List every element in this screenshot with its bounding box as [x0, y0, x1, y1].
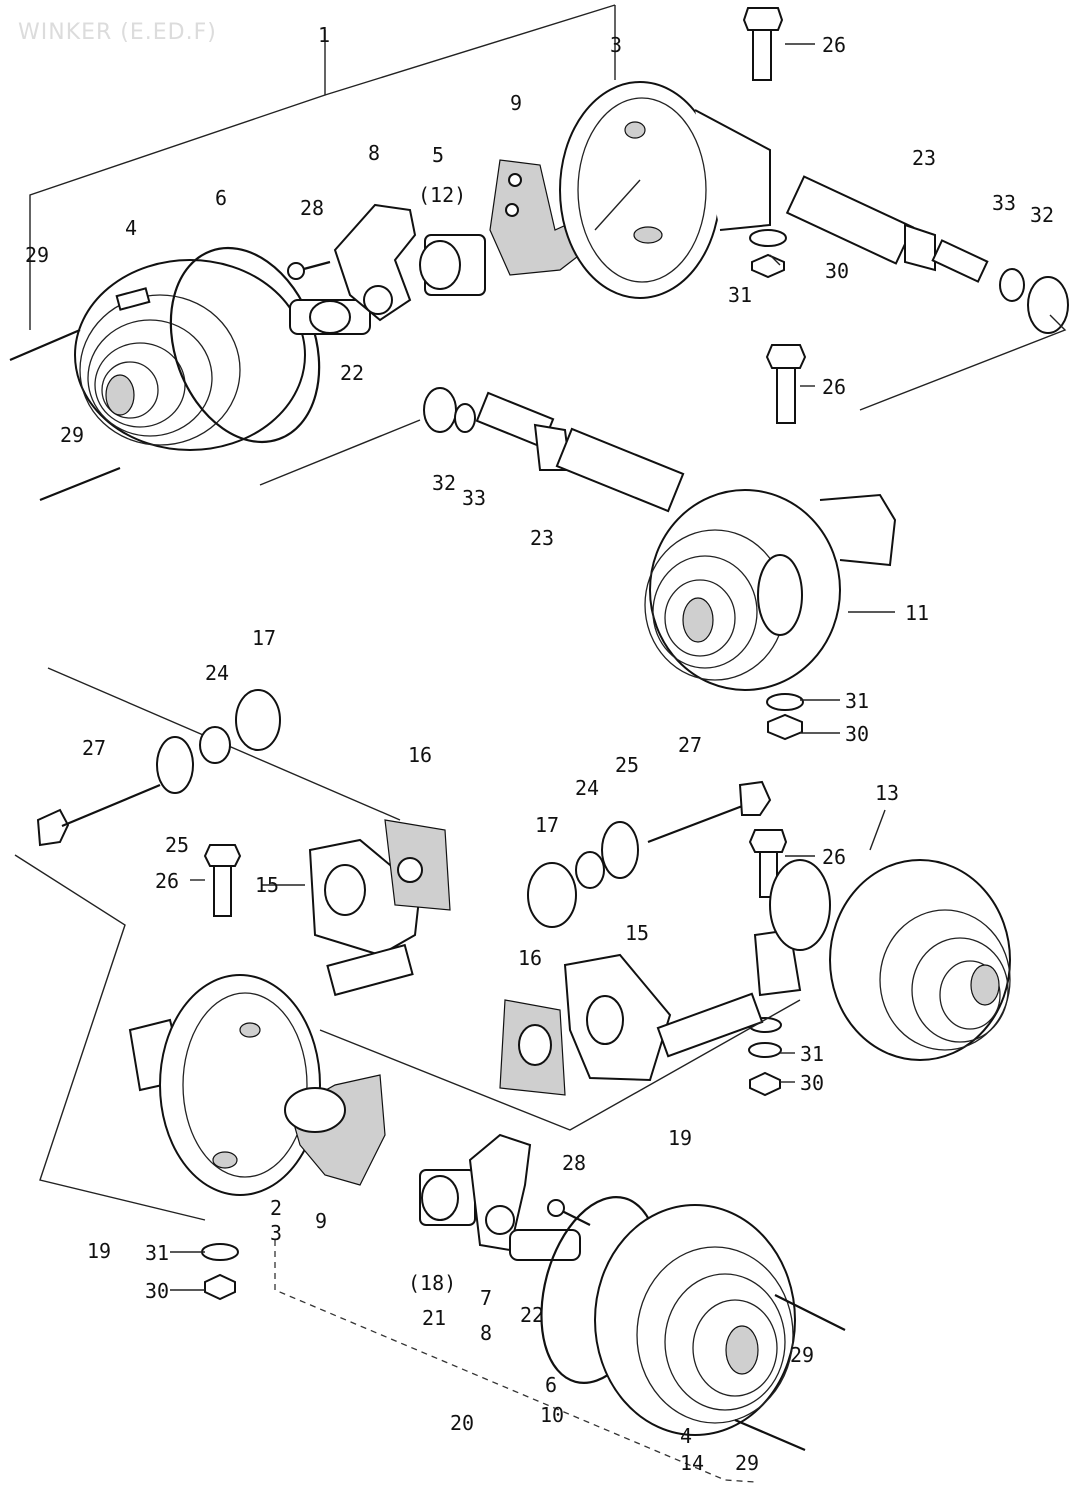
callout-22-upper: 22: [340, 361, 364, 385]
callout-3-upper: 3: [610, 33, 622, 57]
bolt-26-mid: [765, 344, 807, 424]
callout-31-upper: 31: [728, 283, 752, 307]
callout-27-right: 27: [678, 733, 702, 757]
callout-5: 5: [432, 143, 444, 167]
callout-4-upper: 4: [125, 216, 137, 240]
callout-3-lower: 3: [270, 1221, 282, 1245]
callout-16-right: 16: [518, 946, 542, 970]
callout-6-upper: 6: [215, 186, 227, 210]
housing-2-3-lower: [128, 974, 321, 1196]
callout-26-left: 26: [155, 869, 179, 893]
callout-15-left: 15: [255, 873, 279, 897]
stem-23-upper: [785, 175, 989, 283]
housing-3-upper: [559, 81, 771, 299]
callout-16-left: 16: [408, 743, 432, 767]
callout-26-mid: 26: [822, 375, 846, 399]
winker-unit-13: [748, 859, 1011, 1097]
callout-30-right: 30: [800, 1071, 824, 1095]
lens-4-upper: [74, 259, 306, 451]
callout-32-lower: 32: [432, 471, 456, 495]
winker-unit-11: [259, 387, 897, 741]
callout-1: 1: [318, 23, 330, 47]
callout-17-left: 17: [252, 626, 276, 650]
callout-20: 20: [450, 1411, 474, 1435]
callout-8-lower: 8: [480, 1321, 492, 1345]
upper-assembly: [9, 4, 1069, 502]
callout-26-right: 26: [822, 845, 846, 869]
screw-28-upper: [287, 260, 331, 280]
lower-assembly: [14, 667, 1011, 1483]
callout-21: 21: [422, 1306, 446, 1330]
callout-29-lower: 29: [790, 1343, 814, 1367]
callout-33-upper: 33: [992, 191, 1016, 215]
callout-labels: 1 2 3 3 4 4 5 6 6 7 8 8 9 9 10 11 13 14 …: [25, 23, 1054, 1475]
callout-30-left: 30: [145, 1279, 169, 1303]
socket-5: [419, 234, 486, 296]
callout-28-upper: 28: [300, 196, 324, 220]
diagram-title: WINKER (E.ED.F): [18, 20, 217, 45]
callout-31-right: 31: [800, 1042, 824, 1066]
callout-9-lower: 9: [315, 1209, 327, 1233]
callout-30-mid: 30: [845, 722, 869, 746]
callout-32-upper: 32: [1030, 203, 1054, 227]
bolt-26-top: [742, 7, 784, 81]
callout-29-upper: 29: [25, 243, 49, 267]
callout-27-left: 27: [82, 736, 106, 760]
callout-15-right: 15: [625, 921, 649, 945]
callout-14: 14: [680, 1451, 704, 1475]
callout-2: 2: [270, 1196, 282, 1220]
callout-30-upper: 30: [825, 259, 849, 283]
callout-29-mid: 29: [60, 423, 84, 447]
callout-7: 7: [480, 1286, 492, 1310]
callout-25-left: 25: [165, 833, 189, 857]
callout-10: 10: [540, 1403, 564, 1427]
bulb-22-upper: [289, 299, 371, 335]
callout-26-top: 26: [822, 33, 846, 57]
callout-22-lower: 22: [520, 1303, 544, 1327]
callout-24-left: 24: [205, 661, 229, 685]
callout-23-lower: 23: [530, 526, 554, 550]
callout-25-right: 25: [615, 753, 639, 777]
callout-12: (12): [418, 183, 466, 207]
callout-33-lower: 33: [462, 486, 486, 510]
callout-23-upper: 23: [912, 146, 936, 170]
callout-28-lower: 28: [562, 1151, 586, 1175]
callout-8-upper: 8: [368, 141, 380, 165]
leader-lines: [170, 43, 895, 1291]
bolt-27-left: [36, 783, 161, 847]
callout-31-mid: 31: [845, 689, 869, 713]
callout-11: 11: [905, 601, 929, 625]
callout-13: 13: [875, 781, 899, 805]
bolt-26-left: [203, 844, 242, 917]
callout-4-lower: 4: [680, 1424, 692, 1448]
callout-19-left: 19: [87, 1239, 111, 1263]
callout-18: (18): [408, 1271, 456, 1295]
callout-9-upper: 9: [510, 91, 522, 115]
callout-31-left: 31: [145, 1241, 169, 1265]
callout-24-right: 24: [575, 776, 599, 800]
callout-17-right: 17: [535, 813, 559, 837]
callout-29-bottom: 29: [735, 1451, 759, 1475]
callout-6-lower: 6: [545, 1373, 557, 1397]
callout-19-right: 19: [668, 1126, 692, 1150]
